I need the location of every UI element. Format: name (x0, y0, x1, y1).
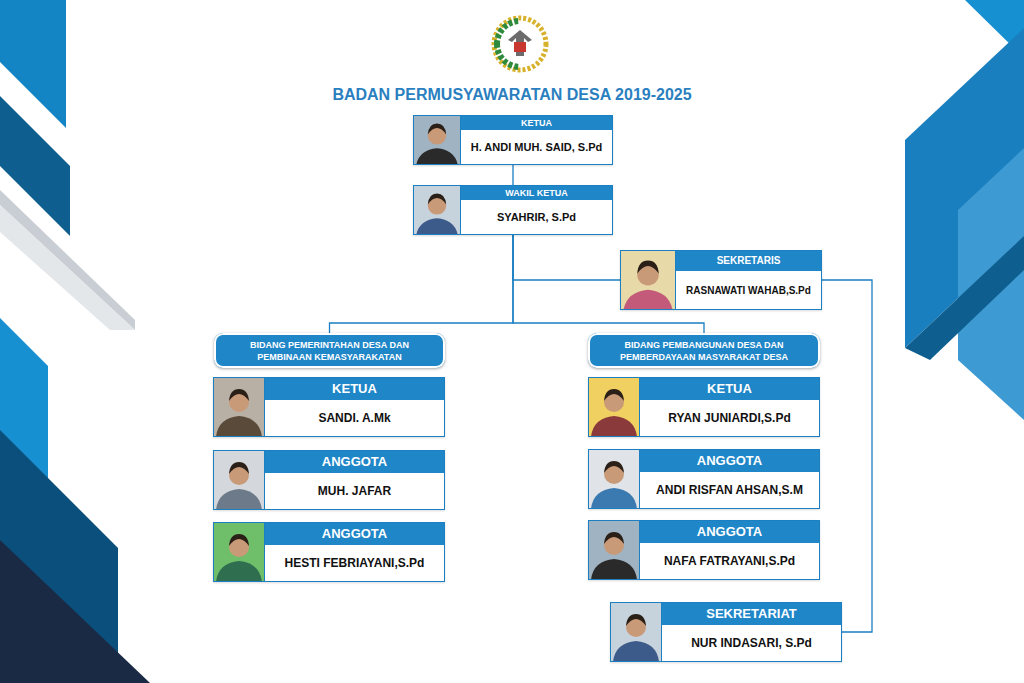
portrait-frame (589, 450, 640, 508)
person-name: NUR INDASARI, S.Pd (662, 625, 841, 661)
portrait-placeholder (414, 186, 460, 234)
person-name: RYAN JUNIARDI,S.Pd (640, 400, 819, 436)
text-column: ANGGOTANAFA FATRAYANI,S.Pd (640, 521, 819, 579)
portrait-frame (621, 251, 676, 309)
person-name: H. ANDI MUH. SAID, S.Pd (461, 130, 612, 164)
person-name: SANDI. A.Mk (265, 400, 444, 436)
role-label: ANGGOTA (640, 450, 819, 472)
group-header: BIDANG PEMERINTAHAN DESA DAN PEMBINAAN K… (214, 333, 445, 368)
person-name: NAFA FATRAYANI,S.Pd (640, 543, 819, 579)
text-column: KETUAH. ANDI MUH. SAID, S.Pd (461, 116, 612, 164)
member-box: WAKIL KETUASYAHRIR, S.Pd (413, 185, 613, 235)
portrait-frame (414, 116, 461, 164)
connector (513, 235, 620, 280)
connector (822, 280, 872, 632)
chart-title: BADAN PERMUSYAWARATAN DESA 2019-2025 (0, 86, 1024, 104)
portrait-placeholder (589, 378, 639, 436)
text-column: KETUARYAN JUNIARDI,S.Pd (640, 378, 819, 436)
text-column: ANGGOTAHESTI FEBRIAYANI,S.Pd (265, 523, 444, 581)
role-label: SEKRETARIAT (662, 603, 841, 625)
portrait-placeholder (214, 451, 264, 509)
portrait-placeholder (611, 603, 661, 661)
portrait-placeholder (414, 116, 460, 164)
member-box: KETUASANDI. A.Mk (213, 377, 445, 437)
member-box: KETUAH. ANDI MUH. SAID, S.Pd (413, 115, 613, 165)
role-label: KETUA (461, 116, 612, 130)
portrait-frame (589, 521, 640, 579)
member-box: SEKRETARIATNUR INDASARI, S.Pd (610, 602, 842, 662)
decor-shape (0, 205, 135, 330)
person-name: SYAHRIR, S.Pd (461, 200, 612, 234)
person-name: RASNAWATI WAHAB,S.Pd (676, 271, 821, 309)
portrait-frame (589, 378, 640, 436)
role-label: WAKIL KETUA (461, 186, 612, 200)
member-box: ANGGOTAANDI RISFAN AHSAN,S.M (588, 449, 820, 509)
member-box: ANGGOTANAFA FATRAYANI,S.Pd (588, 520, 820, 580)
text-column: SEKRETARISRASNAWATI WAHAB,S.Pd (676, 251, 821, 309)
connector (512, 165, 513, 185)
portrait-placeholder (214, 523, 264, 581)
decor-shape (0, 190, 135, 330)
text-column: WAKIL KETUASYAHRIR, S.Pd (461, 186, 612, 234)
group-title: BIDANG PEMERINTAHAN DESA DAN PEMBINAAN K… (234, 339, 425, 363)
member-box: ANGGOTAHESTI FEBRIAYANI,S.Pd (213, 522, 445, 582)
portrait-placeholder (589, 521, 639, 579)
text-column: SEKRETARIATNUR INDASARI, S.Pd (662, 603, 841, 661)
person-name: ANDI RISFAN AHSAN,S.M (640, 472, 819, 508)
group-header: BIDANG PEMBANGUNAN DESA DAN PEMBERDAYAAN… (588, 333, 820, 368)
portrait-frame (611, 603, 662, 661)
portrait-frame (414, 186, 461, 234)
portrait-placeholder (621, 251, 675, 309)
member-box: KETUARYAN JUNIARDI,S.Pd (588, 377, 820, 437)
member-box: ANGGOTAMUH. JAFAR (213, 450, 445, 510)
group-title: BIDANG PEMBANGUNAN DESA DAN PEMBERDAYAAN… (608, 339, 800, 363)
text-column: KETUASANDI. A.Mk (265, 378, 444, 436)
role-label: ANGGOTA (640, 521, 819, 543)
decor-shape (0, 540, 150, 683)
portrait-frame (214, 451, 265, 509)
role-label: ANGGOTA (265, 523, 444, 545)
portrait-placeholder (589, 450, 639, 508)
role-label: SEKRETARIS (676, 251, 821, 271)
text-column: ANGGOTAANDI RISFAN AHSAN,S.M (640, 450, 819, 508)
portrait-frame (214, 378, 265, 436)
decor-shape (905, 236, 1024, 360)
person-name: HESTI FEBRIAYANI,S.Pd (265, 545, 444, 581)
role-label: ANGGOTA (265, 451, 444, 473)
portrait-frame (214, 523, 265, 581)
portrait-placeholder (214, 378, 264, 436)
connector (330, 235, 514, 333)
role-label: KETUA (265, 378, 444, 400)
role-label: KETUA (640, 378, 819, 400)
text-column: ANGGOTAMUH. JAFAR (265, 451, 444, 509)
member-box: SEKRETARISRASNAWATI WAHAB,S.Pd (620, 250, 822, 310)
person-name: MUH. JAFAR (265, 473, 444, 509)
emblem (494, 18, 546, 70)
